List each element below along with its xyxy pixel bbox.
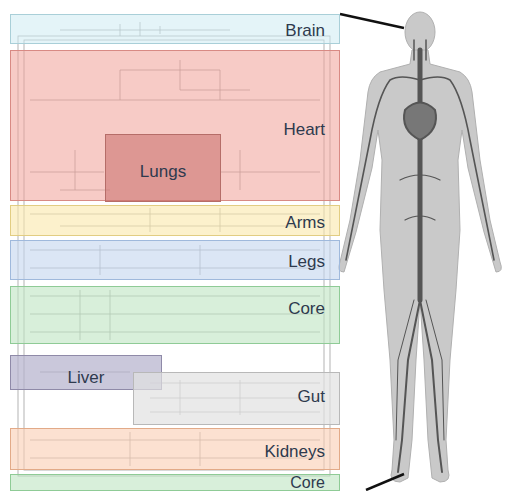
region-label: Heart: [283, 121, 325, 138]
region-label: Legs: [288, 253, 325, 270]
region-label: Core: [288, 300, 325, 317]
lungs-box: Lungs: [105, 134, 221, 202]
blood-vessels: [346, 40, 494, 472]
gut-box: Gut: [133, 372, 340, 425]
region-label: Gut: [298, 388, 325, 405]
region-label: Liver: [68, 369, 105, 386]
kidneys-band: Kidneys: [10, 428, 340, 470]
region-label: Brain: [285, 22, 325, 39]
region-label: Arms: [285, 214, 325, 231]
brain-band: Brain: [10, 14, 340, 44]
pointer-lines: [340, 14, 404, 490]
legs-band: Legs: [10, 240, 340, 280]
region-label: Kidneys: [265, 443, 325, 460]
region-label: Lungs: [140, 163, 186, 180]
body-silhouette: [339, 12, 502, 482]
core-band: Core: [10, 286, 340, 344]
heart-band: Lungs Heart: [10, 50, 340, 201]
arms-band: Arms: [10, 205, 340, 236]
region-label: Core: [290, 475, 325, 491]
core-band: Core: [10, 474, 340, 491]
